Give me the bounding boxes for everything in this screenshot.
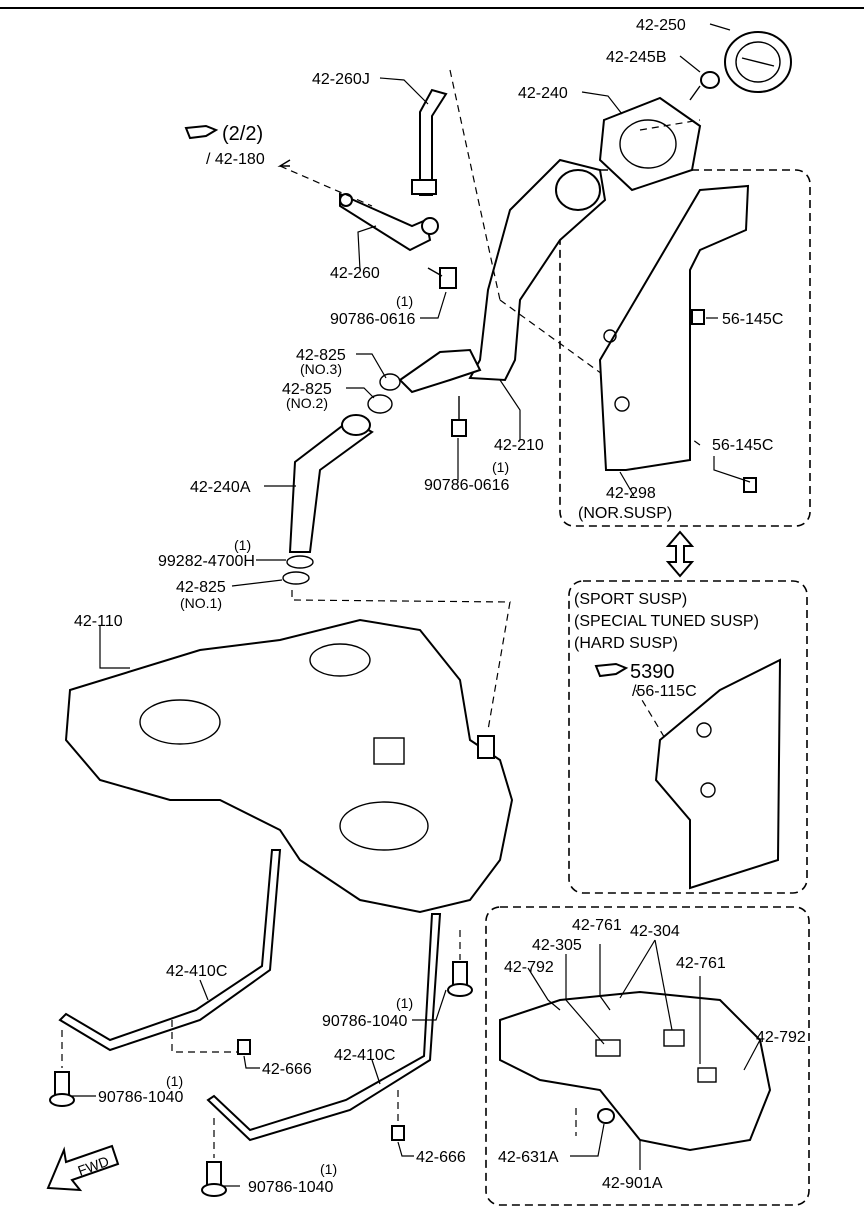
label-42-666-b: 42-666	[416, 1149, 466, 1166]
label-no2: (NO.2)	[286, 395, 328, 411]
fuel-tank-detail	[499, 990, 772, 1152]
heat-shield-sport	[654, 658, 782, 890]
label-nor-susp: (NOR.SUSP)	[578, 505, 672, 522]
label-42-304: 42-304	[630, 923, 680, 940]
filler-base	[598, 96, 702, 192]
label-90786-0616-b: 90786-0616	[424, 477, 510, 494]
breather-hose	[411, 88, 448, 196]
forward-arrow-icon	[46, 1144, 120, 1192]
clamp-no1	[282, 571, 310, 585]
label-42-298: 42-298	[606, 485, 656, 502]
label-42-825-no3: 42-825	[296, 347, 346, 364]
label-42-260: 42-260	[330, 265, 380, 282]
label-56-145c-a: 56-145C	[722, 311, 783, 328]
label-42-305: 42-305	[532, 937, 582, 954]
label-90786-1040-a: 90786-1040	[322, 1013, 408, 1030]
label-42-240a: 42-240A	[190, 479, 251, 496]
base-dash	[639, 119, 701, 131]
qty-1-d: (1)	[396, 995, 413, 1011]
clamp-no2	[367, 394, 393, 414]
ref-5390: 5390	[630, 661, 675, 683]
label-42-666-a: 42-666	[262, 1061, 312, 1078]
clamp-no3	[379, 373, 401, 391]
label-42-792-b: 42-792	[756, 1029, 806, 1046]
label-42-250: 42-250	[636, 17, 686, 34]
sport-susp-box	[568, 580, 808, 894]
fuel-tank	[64, 618, 514, 914]
tank-strap-b	[206, 913, 442, 1142]
label-56-145c-b: 56-145C	[712, 437, 773, 454]
label-42-240: 42-240	[518, 85, 568, 102]
nut-42-666-b	[391, 1125, 405, 1141]
label-90786-0616-a: 90786-0616	[330, 311, 416, 328]
filler-neck	[398, 158, 607, 394]
qty-1-a: (1)	[396, 293, 413, 309]
qty-1-f: (1)	[320, 1161, 337, 1177]
label-42-410c-b: 42-410C	[334, 1047, 395, 1064]
ref-42-180: / 42-180	[206, 151, 265, 168]
label-42-260j: 42-260J	[312, 71, 370, 88]
fuel-cap	[724, 31, 792, 93]
tank-strap-a	[58, 849, 282, 1052]
label-42-825-no2: 42-825	[282, 381, 332, 398]
clamp-99282	[286, 555, 314, 569]
label-42-410c-a: 42-410C	[166, 963, 227, 980]
nut-42-666-a	[237, 1039, 251, 1055]
label-42-110: 42-110	[74, 613, 123, 630]
pipe-leader-dash	[279, 165, 373, 207]
pointing-hand-icon	[184, 124, 219, 140]
label-42-761-b: 42-761	[676, 955, 726, 972]
nut-42-631a	[597, 1108, 615, 1124]
label-42-245b: 42-245B	[606, 49, 667, 66]
label-42-901a: 42-901A	[602, 1175, 663, 1192]
label-no1: (NO.1)	[180, 595, 222, 611]
sport-ref-dash	[635, 689, 667, 741]
hose-to-tank-dash	[291, 590, 511, 731]
label-42-631a: 42-631A	[498, 1149, 559, 1166]
qty-1-c: (1)	[234, 537, 251, 553]
breather-pipe	[339, 192, 439, 252]
ref-page-2-2: (2/2)	[222, 123, 263, 145]
bolt-90786-1040-a	[49, 1071, 75, 1107]
neck-dash-1	[449, 69, 501, 301]
label-99282-4700h: 99282-4700H	[158, 553, 255, 570]
label-hard-susp: (HARD SUSP)	[574, 635, 678, 652]
bolt-90786-0616-lower	[451, 396, 467, 437]
label-90786-1040-c: 90786-1040	[248, 1179, 334, 1196]
bolt-90786-1040-b	[201, 1161, 227, 1197]
label-sport-susp: (SPORT SUSP)	[574, 591, 687, 608]
label-42-792-a: 42-792	[504, 959, 554, 976]
label-special-tuned-susp: (SPECIAL TUNED SUSP)	[574, 613, 759, 630]
bolt-90786-1040-c	[447, 961, 473, 997]
label-42-825-no1: 42-825	[176, 579, 226, 596]
ref-56-115c: /56-115C	[632, 683, 697, 700]
qty-1-b: (1)	[492, 459, 509, 475]
tank-detail-box	[485, 906, 810, 1206]
double-arrow-icon	[665, 530, 695, 578]
screw-42-245b	[689, 71, 720, 101]
label-42-761-a: 42-761	[572, 917, 622, 934]
label-no3: (NO.3)	[300, 361, 342, 377]
ref-arrowhead	[277, 159, 291, 167]
leader-lines	[72, 23, 761, 1187]
bolt-90786-0616-upper	[427, 267, 457, 289]
label-42-210: 42-210	[494, 437, 544, 454]
label-90786-1040-b: 90786-1040	[98, 1089, 184, 1106]
bolt-56-145c-a	[691, 309, 705, 325]
filler-hose	[288, 414, 374, 553]
heat-shield-nor	[598, 184, 750, 471]
qty-1-e: (1)	[166, 1073, 183, 1089]
pointing-hand-icon	[594, 662, 629, 678]
